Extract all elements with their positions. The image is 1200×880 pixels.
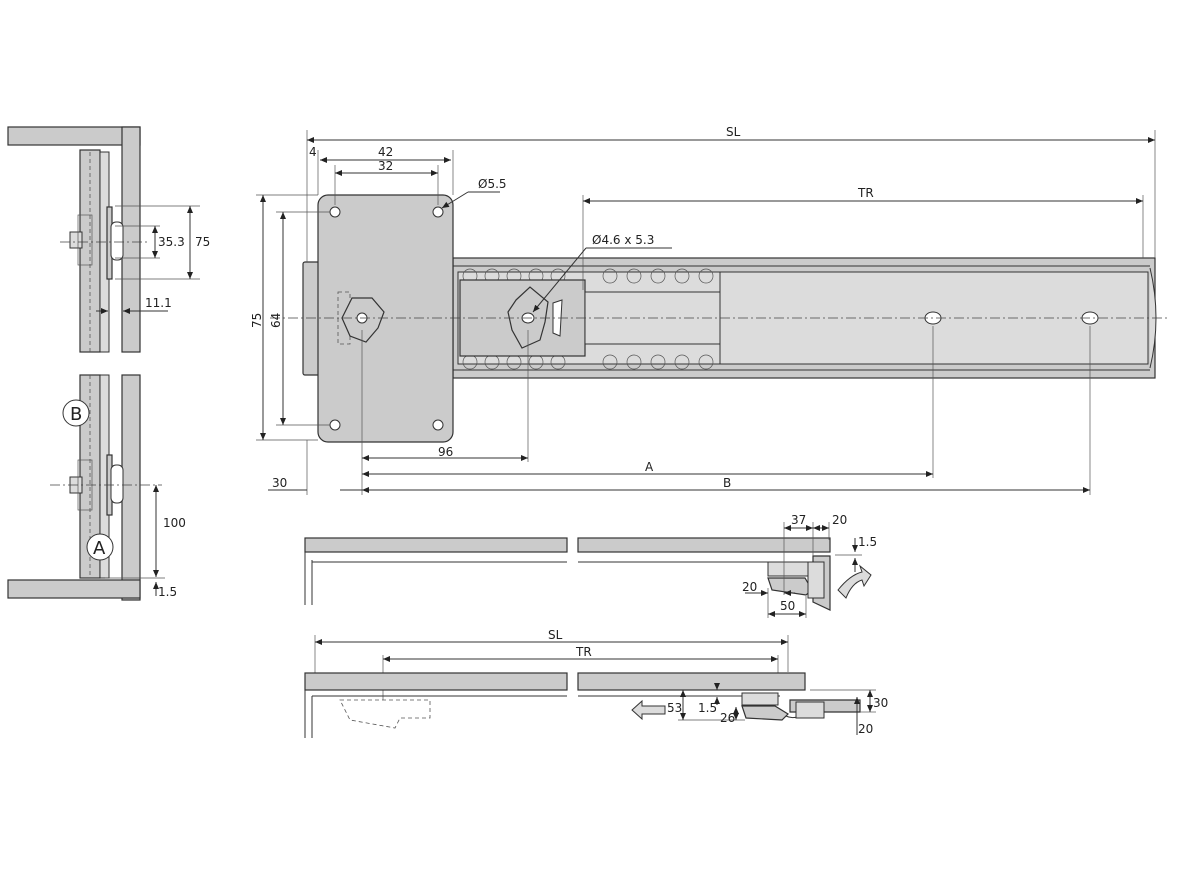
dim-1-5: 1.5 [858, 535, 877, 549]
callout-b [62, 399, 90, 427]
dim-hole-diameter: Ø5.5 [478, 177, 507, 191]
dim-1-5: 1.5 [158, 585, 177, 599]
dim-100: 100 [163, 516, 186, 530]
dim-75: 75 [195, 235, 210, 249]
side-section-view: 35.3 75 11.1 B A 100 1.5 [7, 126, 210, 601]
dim-96: 96 [438, 445, 453, 459]
dim-20-open: 20 [858, 722, 873, 736]
cabinet-side-panel-upper [121, 126, 141, 353]
dim-32: 32 [378, 159, 393, 173]
closed-section-view: 37 20 1.5 20 50 [304, 513, 877, 618]
dim-b: B [723, 476, 731, 490]
dim-20-top: 20 [832, 513, 847, 527]
dim-4: 4 [309, 145, 317, 159]
dim-30: 30 [272, 476, 287, 490]
mounting-hole [329, 206, 341, 218]
top-view: SL 4 42 32 Ø5.5 TR Ø4.6 x 5.3 75 64 96 A… [250, 125, 1168, 495]
locking-device [767, 577, 813, 596]
callout-a [86, 533, 114, 561]
drawer-bottom-right [577, 537, 831, 553]
dim-35-3: 35.3 [158, 235, 185, 249]
dim-slot: Ø4.6 x 5.3 [592, 233, 654, 247]
svg-text:A: A [93, 538, 106, 559]
drawer-bottom-left-open [304, 672, 568, 691]
dim-tr-open: TR [575, 645, 592, 659]
open-section-view: SL TR 53 1.5 26 30 20 [304, 628, 888, 738]
drawer-bottom-left [304, 537, 568, 553]
mounting-hole [432, 206, 444, 218]
dim-1-5-open: 1.5 [698, 701, 717, 715]
dim-sl-open: SL [548, 628, 563, 642]
dim-11-1: 11.1 [145, 296, 172, 310]
pull-arrow-icon [631, 699, 666, 721]
dim-20-left: 20 [742, 580, 757, 594]
dim-sl: SL [726, 125, 741, 139]
cabinet-top-panel [7, 126, 141, 146]
dim-50: 50 [780, 599, 795, 613]
drawer-bottom-right-open [577, 672, 806, 691]
push-arrow-icon [837, 564, 872, 599]
svg-text:B: B [70, 404, 82, 425]
mounting-hole [329, 419, 341, 431]
retracted-mechanism-ghost [339, 699, 431, 729]
dim-a: A [645, 460, 654, 474]
dim-tr: TR [857, 186, 874, 200]
dim-37: 37 [791, 513, 806, 527]
dim-26: 26 [720, 711, 735, 725]
mounting-hole [432, 419, 444, 431]
dim-height-75: 75 [250, 313, 264, 328]
dim-30-open: 30 [873, 696, 888, 710]
mounting-plate [317, 194, 454, 443]
cabinet-bottom-panel [7, 579, 141, 599]
dim-53: 53 [667, 701, 682, 715]
cabinet-side-panel-lower [121, 374, 141, 601]
dim-height-64: 64 [269, 313, 283, 328]
locking-device-open [741, 705, 789, 721]
dim-42: 42 [378, 145, 393, 159]
slide-profile [110, 221, 124, 261]
